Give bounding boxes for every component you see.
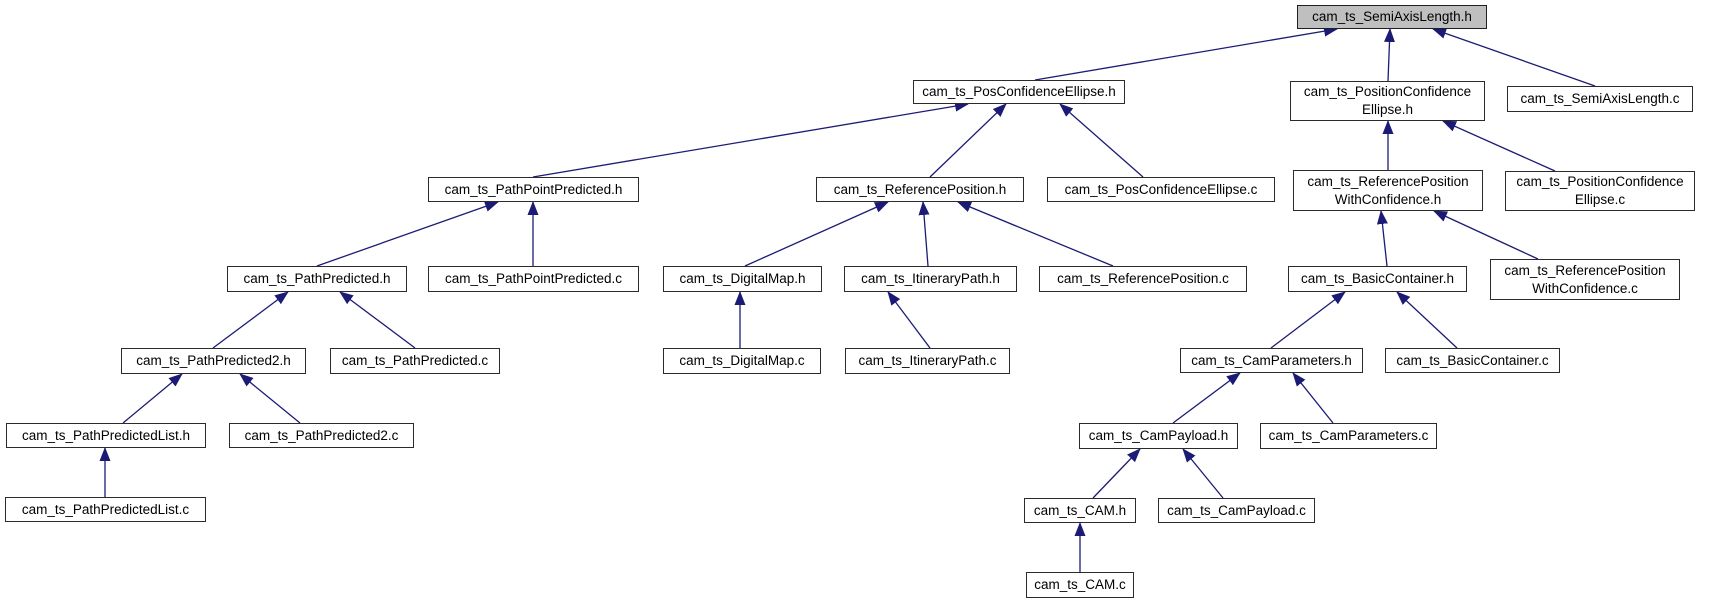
graph-node-cpay_c[interactable]: cam_ts_CamPayload.c <box>1158 498 1315 523</box>
graph-edge-pce_h-to-semi_h <box>1034 25 1338 81</box>
graph-edge-pcell_h-to-semi_h <box>1384 28 1395 82</box>
graph-node-dm_h[interactable]: cam_ts_DigitalMap.h <box>663 266 822 292</box>
graph-edge-ppp_h-to-pce_h <box>532 100 969 178</box>
graph-node-rpwc_c[interactable]: cam_ts_ReferencePosition WithConfidence.… <box>1490 259 1680 300</box>
graph-node-rpwc_h[interactable]: cam_ts_ReferencePosition WithConfidence.… <box>1293 170 1483 211</box>
graph-edge-rp_c-to-rp_h <box>957 201 1114 267</box>
graph-edge-ppl_h-to-pp2_h <box>122 373 183 424</box>
graph-edge-rpwc_c-to-rpwc_h <box>1433 210 1539 260</box>
graph-edge-cp_h-to-bc_h <box>1270 291 1346 349</box>
graph-node-ip_h[interactable]: cam_ts_ItineraryPath.h <box>844 266 1017 292</box>
graph-edge-pp_c-to-pp_h <box>339 291 416 349</box>
graph-node-ppp_c[interactable]: cam_ts_PathPointPredicted.c <box>428 266 639 292</box>
graph-node-ppl_c[interactable]: cam_ts_PathPredictedList.c <box>5 497 206 522</box>
graph-node-rp_c[interactable]: cam_ts_ReferencePosition.c <box>1039 266 1247 292</box>
graph-node-cam_h[interactable]: cam_ts_CAM.h <box>1024 498 1136 523</box>
graph-node-pp2_h[interactable]: cam_ts_PathPredicted2.h <box>121 348 306 374</box>
graph-node-cam_c[interactable]: cam_ts_CAM.c <box>1026 572 1134 598</box>
graph-node-pce_h[interactable]: cam_ts_PosConfidenceEllipse.h <box>913 80 1125 104</box>
graph-edge-dm_h-to-rp_h <box>744 201 889 267</box>
graph-node-semi_h[interactable]: cam_ts_SemiAxisLength.h <box>1297 5 1487 29</box>
graph-edge-cpay_c-to-cpay_h <box>1182 448 1224 499</box>
graph-edge-cpay_h-to-cp_h <box>1172 372 1241 424</box>
graph-node-bc_h[interactable]: cam_ts_BasicContainer.h <box>1288 266 1467 292</box>
graph-edge-bc_h-to-rpwc_h <box>1376 210 1388 267</box>
graph-node-dm_c[interactable]: cam_ts_DigitalMap.c <box>663 348 821 374</box>
graph-edge-semi_c-to-semi_h <box>1432 28 1596 87</box>
graph-edge-pp2_h-to-pp_h <box>212 291 289 349</box>
graph-node-ppp_h[interactable]: cam_ts_PathPointPredicted.h <box>428 177 639 202</box>
graph-node-cpay_h[interactable]: cam_ts_CamPayload.h <box>1079 423 1238 449</box>
graph-node-bc_c[interactable]: cam_ts_BasicContainer.c <box>1385 348 1560 373</box>
graph-node-semi_c[interactable]: cam_ts_SemiAxisLength.c <box>1507 86 1693 112</box>
graph-node-pp_c[interactable]: cam_ts_PathPredicted.c <box>330 348 500 374</box>
graph-edge-pce_c-to-pce_h <box>1059 103 1144 178</box>
graph-edge-ip_h-to-rp_h <box>918 201 930 267</box>
graph-node-cp_h[interactable]: cam_ts_CamParameters.h <box>1180 348 1363 373</box>
graph-edge-cp_c-to-cp_h <box>1292 372 1334 424</box>
graph-edge-pcell_c-to-pcell_h <box>1442 120 1556 172</box>
graph-edge-bc_c-to-bc_h <box>1396 291 1458 349</box>
graph-node-pp_h[interactable]: cam_ts_PathPredicted.h <box>227 266 407 292</box>
graph-node-pp2_c[interactable]: cam_ts_PathPredicted2.c <box>229 423 414 448</box>
graph-node-pcell_h[interactable]: cam_ts_PositionConfidence Ellipse.h <box>1290 81 1485 121</box>
graph-node-pce_c[interactable]: cam_ts_PosConfidenceEllipse.c <box>1047 177 1275 202</box>
graph-node-cp_c[interactable]: cam_ts_CamParameters.c <box>1260 423 1437 449</box>
graph-node-rp_h[interactable]: cam_ts_ReferencePosition.h <box>816 177 1024 202</box>
graph-edge-cam_h-to-cpay_h <box>1092 448 1141 499</box>
graph-edge-pp2_c-to-pp2_h <box>239 373 301 424</box>
graph-node-pcell_c[interactable]: cam_ts_PositionConfidence Ellipse.c <box>1505 171 1695 211</box>
graph-node-ppl_h[interactable]: cam_ts_PathPredictedList.h <box>6 423 206 448</box>
graph-edge-pp_h-to-ppp_h <box>316 201 499 267</box>
graph-edge-ip_c-to-ip_h <box>887 291 931 349</box>
graph-edge-rp_h-to-pce_h <box>929 103 1007 178</box>
graph-node-ip_c[interactable]: cam_ts_ItineraryPath.c <box>845 348 1010 374</box>
